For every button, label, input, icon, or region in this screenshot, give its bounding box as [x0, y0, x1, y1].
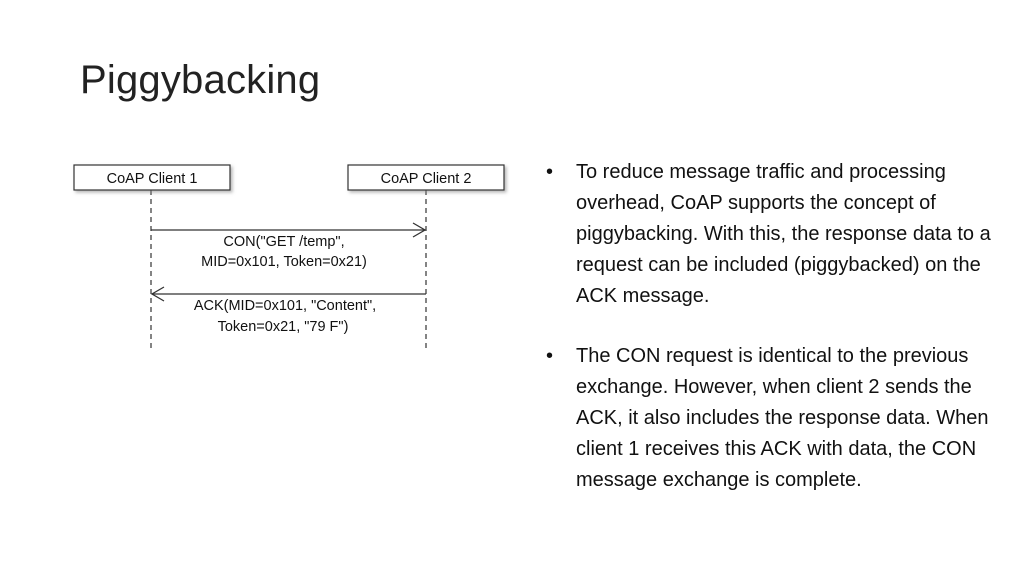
request-arrow — [151, 222, 427, 238]
bullet-list: • To reduce message traffic and processi… — [546, 157, 996, 525]
bullet-text: To reduce message traffic and processing… — [576, 161, 991, 307]
client2-box: CoAP Client 2 — [347, 164, 505, 191]
response-label-line2: Token=0x21, "79 F") — [218, 319, 349, 335]
response-arrow — [150, 286, 426, 302]
bullet-marker: • — [546, 161, 554, 183]
sequence-diagram-svg: CoAP Client 1 CoAP Client 2 CON("GET /te… — [73, 164, 505, 352]
slide-title: Piggybacking — [80, 58, 321, 102]
client2-label: CoAP Client 2 — [381, 171, 472, 187]
client1-box: CoAP Client 1 — [73, 164, 231, 191]
response-label-line1: ACK(MID=0x101, "Content", — [194, 298, 376, 314]
bullet-item-con-exchange: • The CON request is identical to the pr… — [546, 341, 996, 496]
sequence-diagram: CoAP Client 1 CoAP Client 2 CON("GET /te… — [68, 156, 510, 356]
bullet-marker: • — [546, 345, 554, 367]
client1-label: CoAP Client 1 — [107, 171, 198, 187]
bullet-item-piggybacking-concept: • To reduce message traffic and processi… — [546, 157, 996, 312]
bullet-text: The CON request is identical to the prev… — [576, 345, 989, 491]
request-label-line1: CON("GET /temp", — [223, 234, 344, 250]
request-label-line2: MID=0x101, Token=0x21) — [201, 254, 367, 270]
